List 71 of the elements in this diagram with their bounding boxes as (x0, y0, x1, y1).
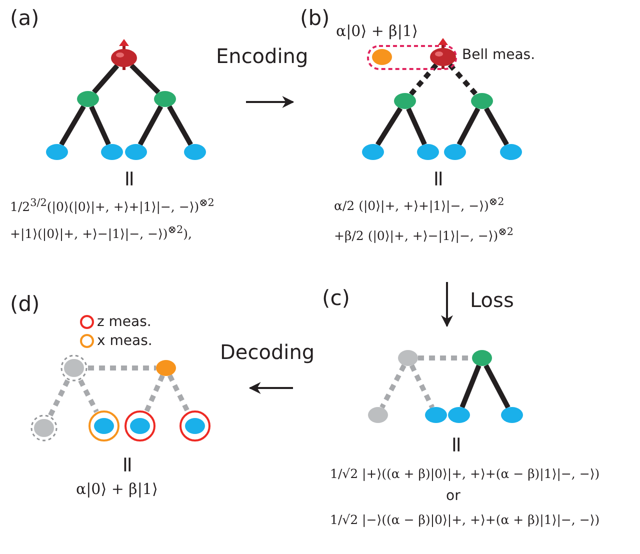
qubit-circle (372, 47, 392, 67)
equals-sign: = (116, 169, 142, 188)
qubit-circle (46, 141, 68, 163)
qubit-circle (156, 358, 176, 378)
dashed-graph-edge (88, 366, 156, 370)
equation: 1/√2 |−⟩((α − β)|0⟩|+, +⟩+(α + β)|1⟩|−, −⟩) (330, 512, 600, 527)
qubit-circle (501, 404, 523, 426)
legend-label: x meas. (97, 333, 152, 349)
equals-sign: = (114, 455, 140, 474)
dashed-graph-edge (48, 379, 70, 417)
equation: 1/√2 |+⟩((α + β)|0⟩|+, +⟩+(α − β)|1⟩|−, −⟩) (330, 466, 600, 481)
lost-qubit-circle (30, 414, 58, 442)
graph-edge (460, 364, 482, 408)
dashed-graph-edge (78, 379, 99, 413)
qubit-circle (444, 141, 466, 163)
graph-edge (59, 105, 86, 146)
qubit-circle (472, 348, 492, 368)
dashed-graph-edge (167, 374, 190, 413)
qubit-circle (154, 88, 176, 110)
state-formula: α|0⟩ + β|1⟩ (336, 22, 418, 40)
graph-edge (484, 107, 509, 146)
connective-word: or (446, 488, 460, 504)
graph-edge (89, 106, 111, 146)
equation: +β/2 (|0⟩|+, +⟩−|1⟩|−, −⟩)$^{⊗2}$ (334, 226, 514, 244)
equals-sign: = (426, 169, 451, 188)
spin-qubit (111, 39, 137, 71)
graph-edge (167, 105, 193, 146)
qubit-circle (362, 141, 384, 163)
dashed-graph-edge (380, 364, 406, 409)
dashed-graph-edge (409, 364, 435, 409)
graph-edge (484, 364, 510, 409)
lost-qubit-circle (60, 354, 88, 382)
dashed-graph-edge (409, 63, 438, 96)
dashed-graph-edge (448, 63, 478, 96)
graph-edge (375, 106, 403, 146)
qubit-circle (394, 90, 416, 112)
qubit-circle (184, 141, 206, 163)
panel-label: (c) (322, 286, 350, 310)
graph-edge (406, 108, 427, 146)
graph-edge (130, 64, 160, 94)
qubit-circle (88, 410, 120, 442)
qubit-circle (500, 141, 522, 163)
qubit-circle (101, 141, 123, 163)
graph-edge (456, 107, 480, 146)
equation: +|1⟩(|0⟩|+, +⟩−|1⟩|−, −⟩)$^{⊗2}$), (10, 224, 192, 242)
step-label: Loss (470, 288, 514, 312)
qubit-circle (425, 404, 447, 426)
panel-label: (b) (300, 6, 330, 30)
panel-label: (a) (10, 6, 40, 30)
qubit-circle (471, 90, 493, 112)
step-label: Decoding (220, 340, 315, 364)
qubit-circle (124, 410, 156, 442)
state-formula: α|0⟩ + β|1⟩ (76, 480, 158, 498)
panel-label: (d) (10, 292, 40, 316)
qubit-circle (77, 88, 99, 110)
qubit-circle (125, 141, 147, 163)
graph-edge (92, 64, 120, 94)
group-label: Bell meas. (462, 47, 536, 63)
graph-edge (138, 105, 164, 146)
qubit-circle (398, 348, 418, 368)
qubit-circle (417, 141, 439, 163)
qubit-circle (368, 405, 388, 425)
spin-qubit (430, 38, 456, 70)
equation: α/2 (|0⟩|+, +⟩+|1⟩|−, −⟩)$^{⊗2}$ (334, 196, 504, 214)
equals-sign: = (444, 435, 469, 454)
qubit-circle (448, 404, 470, 426)
step-label: Encoding (216, 44, 308, 68)
dashed-graph-edge (144, 374, 165, 412)
qubit-circle (179, 410, 211, 442)
legend-label: z meas. (97, 314, 152, 330)
equation: 1/2$^{3/2}$(|0⟩(|0⟩|+, +⟩+|1⟩|−, −⟩)$^{⊗2}$ (10, 197, 214, 214)
